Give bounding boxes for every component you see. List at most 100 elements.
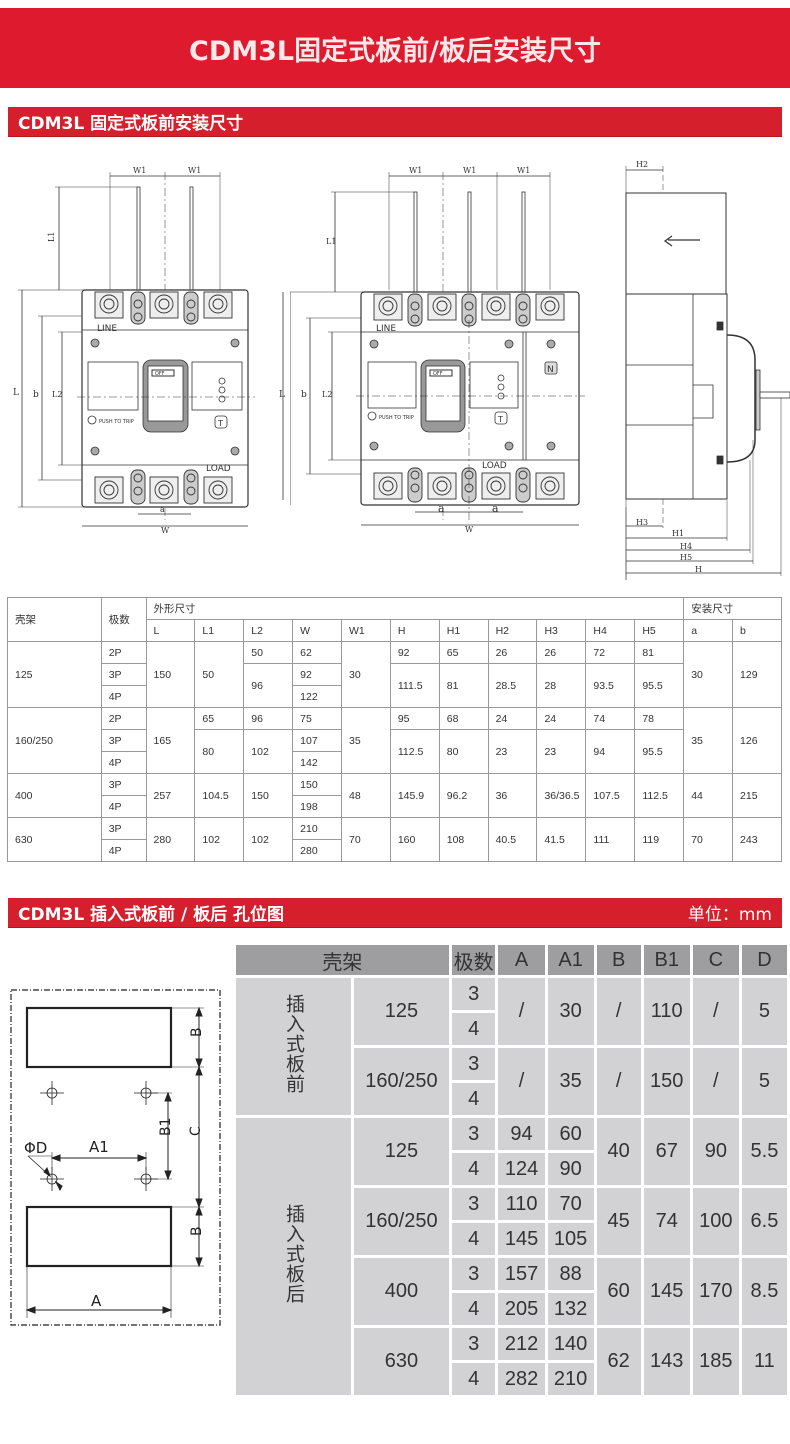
cell-a: 30 [683, 641, 734, 708]
cell-b: 215 [732, 773, 782, 818]
cell-a: 35 [683, 707, 734, 774]
cell-h4: 72 [585, 641, 636, 664]
table-row: 4P 142 [8, 751, 782, 774]
table-row: 125 2P 150 50 50 62 30 92 65 26 26 72 81… [7, 641, 782, 708]
cell-l2: 150 [243, 773, 294, 818]
header-frame: 壳架 [236, 945, 449, 975]
cell-a: 145 [498, 1223, 545, 1255]
cell-w: 150 [292, 773, 342, 796]
cell-a: / [498, 1048, 545, 1115]
header-a: a [683, 619, 734, 642]
cell-l1: 80 [194, 729, 245, 774]
cell-a1: 30 [547, 978, 594, 1045]
cell-h1: 81 [438, 663, 489, 708]
cell-frame: 160/250 [7, 707, 102, 774]
plugin-hole-dimension-table: 壳架 极数 A A1 B B1 C D 插入式板前 125 3 / 30 / 1… [233, 942, 790, 1398]
label-off: OFF [155, 371, 165, 377]
label-h2: H2 [636, 160, 648, 169]
group-label-text: 插入式板后 [283, 1203, 304, 1304]
cell-h5: 78 [634, 707, 685, 730]
section-header-fixed-mount: CDM3L 固定式板前安装尺寸 [8, 107, 782, 137]
cell-w1: 35 [340, 707, 391, 774]
page-title: CDM3L固定式板前/板后安装尺寸 [189, 35, 601, 67]
cell-poles: 4 [451, 1013, 496, 1045]
cell-frame: 125 [7, 641, 102, 708]
cell-w: 280 [292, 839, 342, 862]
cell-l2: 102 [243, 729, 294, 774]
cell-h3: 41.5 [536, 817, 587, 862]
label-w1: W1 [409, 166, 422, 175]
header-b1: B1 [643, 945, 690, 975]
cell-c: / [692, 978, 739, 1045]
label-b: b [301, 390, 307, 400]
cell-l1: 50 [194, 641, 245, 708]
label-b1: B1 [158, 1117, 174, 1136]
label-phi-d: ΦD [24, 1139, 47, 1157]
cell-b1: 67 [643, 1118, 690, 1185]
table-row: 160/250 3 / 35 / 150 / 5 [236, 1048, 787, 1115]
cell-a1: 210 [547, 1363, 594, 1395]
cell-poles: 3P [100, 773, 147, 796]
cell-b1: 110 [643, 978, 690, 1045]
label-h1: H1 [672, 529, 684, 538]
table-row: 3P 80 102 107 112.5 80 23 23 94 95.5 [8, 729, 782, 774]
table-row: 4 [236, 1013, 787, 1045]
table-row: 630 3P 280 102 102 210 70 160 108 40.5 4… [7, 817, 782, 862]
cell-h3: 26 [536, 641, 587, 664]
cell-poles: 3P [100, 729, 147, 752]
cell-poles: 3 [451, 1188, 496, 1220]
cell-h: 92 [389, 641, 440, 664]
cell-poles: 4 [451, 1223, 496, 1255]
cell-w: 210 [292, 817, 342, 840]
cell-l1: 104.5 [194, 773, 245, 818]
cell-d: 11 [741, 1328, 787, 1395]
header-a1: A1 [547, 945, 594, 975]
table-row: 160/250 2P 165 65 96 75 35 95 68 24 24 7… [7, 707, 782, 774]
cell-poles: 4 [451, 1083, 496, 1115]
cell-h3: 24 [536, 707, 587, 730]
label-push-to-trip: PUSH TO TRIP [99, 419, 134, 425]
cell-w1: 48 [340, 773, 391, 818]
cell-a: 110 [498, 1188, 545, 1220]
table-row: 630 3 212 140 62 143 185 11 [236, 1328, 787, 1395]
unit-label: 单位：mm [687, 905, 772, 925]
table-row: 4P 198 [8, 795, 782, 818]
cell-b: / [596, 978, 641, 1045]
group-label-text: 插入式板前 [283, 993, 304, 1094]
cell-a: 205 [498, 1293, 545, 1325]
label-test: T [497, 415, 503, 424]
cell-h1: 108 [438, 817, 489, 862]
cell-h4: 107.5 [585, 773, 636, 818]
cell-a: 70 [683, 817, 734, 862]
section-title: CDM3L 固定式板前安装尺寸 [18, 114, 244, 134]
cell-a1: 88 [547, 1258, 594, 1290]
page-title-banner: CDM3L固定式板前/板后安装尺寸 [0, 8, 790, 88]
table-row: 4P 280 [8, 839, 782, 862]
cell-h: 145.9 [389, 773, 440, 818]
header-h1: H1 [438, 619, 489, 642]
cell-l: 150 [145, 641, 196, 708]
cell-h2: 28.5 [487, 663, 538, 708]
cell-w: 122 [292, 685, 342, 708]
cell-b1: 74 [643, 1188, 690, 1255]
drawing-side-view: H2 H3 H1 H4 H5 H [600, 150, 790, 580]
label-h: H [695, 565, 702, 574]
cell-h5: 81 [634, 641, 685, 664]
cell-poles: 3 [451, 1048, 496, 1080]
header-h3: H3 [536, 619, 587, 642]
cell-l2: 96 [243, 663, 294, 708]
cell-d: 5 [741, 978, 787, 1045]
cell-l1: 65 [194, 707, 245, 730]
cell-h: 95 [389, 707, 440, 730]
cell-poles: 4P [100, 751, 147, 774]
cell-b: 129 [732, 641, 782, 708]
cell-d: 6.5 [741, 1188, 787, 1255]
cell-a: 44 [683, 773, 734, 818]
cell-frame: 400 [354, 1258, 449, 1325]
cell-a1: 105 [547, 1223, 594, 1255]
cell-a1: 132 [547, 1293, 594, 1325]
label-b-top: B [189, 1027, 205, 1037]
cell-frame: 125 [354, 1118, 449, 1185]
section-title: CDM3L 插入式板前 / 板后 孔位图 [18, 905, 285, 925]
cell-poles: 4P [100, 685, 147, 708]
